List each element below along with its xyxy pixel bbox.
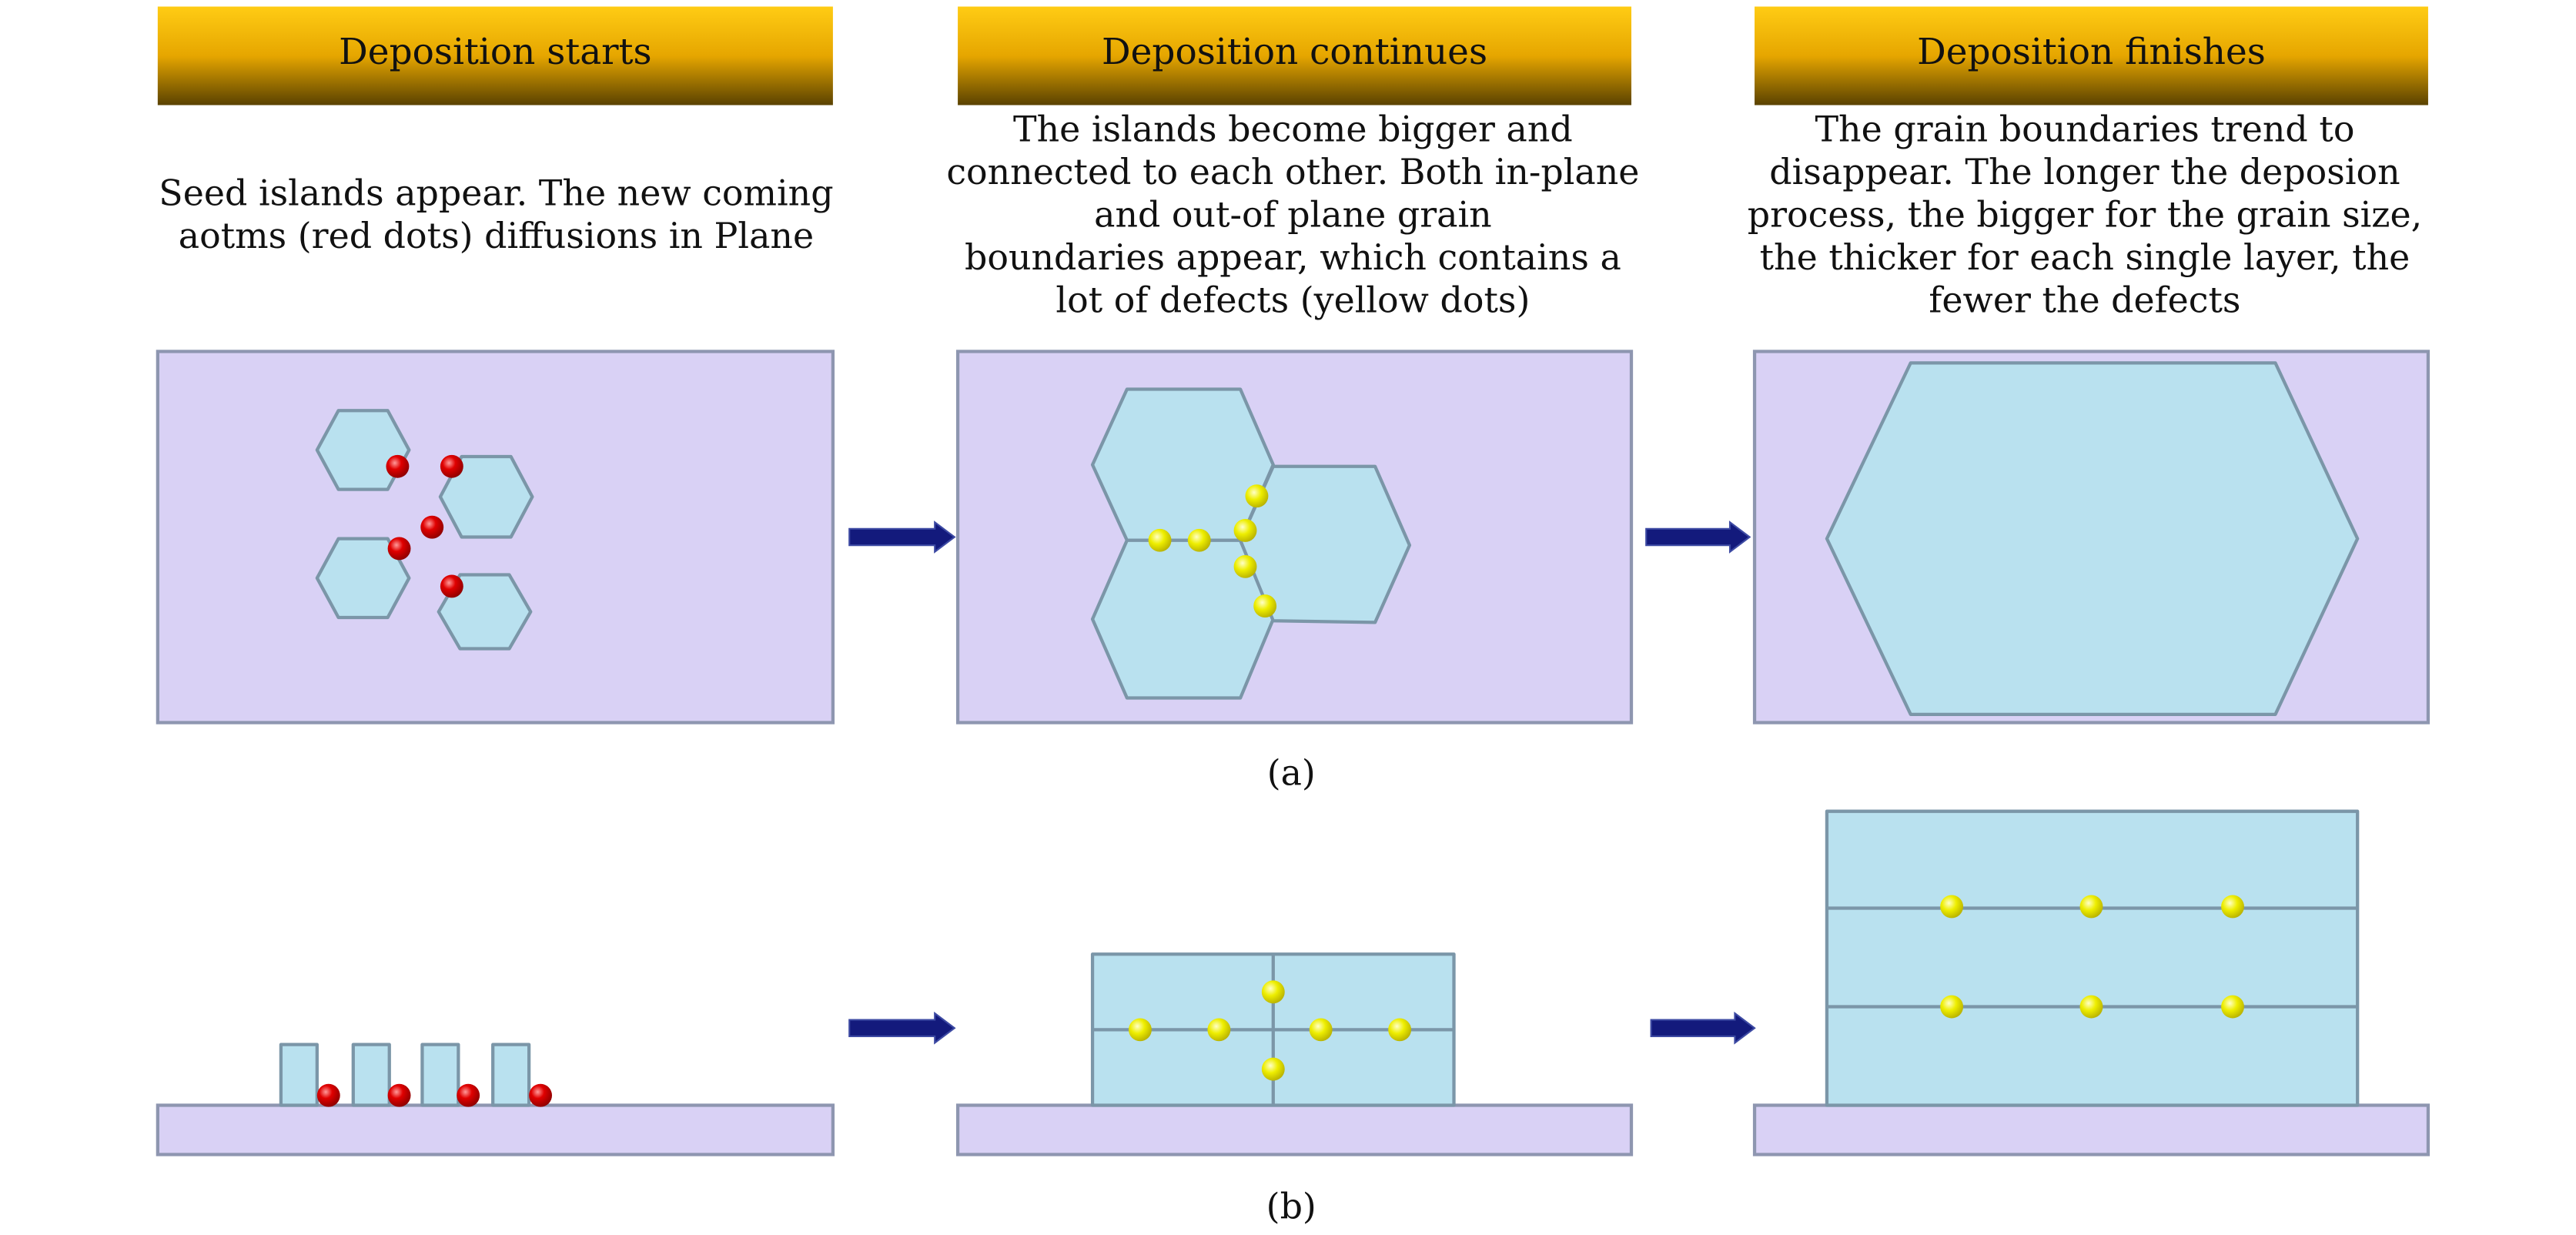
seed-island-hexagon [438, 454, 534, 539]
substrate-side-view [156, 1103, 835, 1156]
top-view-panel [156, 350, 835, 725]
substrate-side-view [1752, 1103, 2430, 1156]
description-line: aotms (red dots) diffusions in Plane [179, 215, 814, 256]
side-view-panel [1752, 809, 2430, 1156]
large-grain-hexagon [1825, 361, 2360, 716]
adatom-red-dot [387, 1083, 411, 1107]
description-line: boundaries appear, which contains a [965, 236, 1621, 278]
description-line: process, the bigger for the grain size, [1748, 193, 2422, 235]
grain-hexagon [1238, 464, 1412, 624]
description-line: disappear. The longer the deposion [1769, 151, 2400, 192]
description-line: fewer the defects [1929, 279, 2240, 320]
defect-yellow-dot [2221, 995, 2244, 1019]
side-view-panel [955, 952, 1634, 1156]
defect-yellow-dot [2079, 895, 2103, 919]
header-bar [157, 6, 833, 105]
film-block [1825, 809, 2360, 1107]
top-view-panel [955, 350, 1634, 725]
substrate-side-view [955, 1103, 1634, 1156]
seed-island-pillar [420, 1043, 460, 1107]
adatom-red-dot [387, 537, 411, 561]
adatom-red-dot [457, 1083, 480, 1107]
description-line: and out-of plane grain [1094, 193, 1492, 235]
top-view-panel [1752, 350, 2430, 725]
defect-yellow-dot [2079, 995, 2103, 1019]
description-line: lot of defects (yellow dots) [1055, 279, 1530, 320]
defect-yellow-dot [1148, 528, 1172, 552]
seed-island-hexagon [437, 573, 533, 651]
subfigure-label-b: (b) [1266, 1186, 1316, 1227]
defect-yellow-dot [1309, 1018, 1333, 1042]
description-line: The islands become bigger and [1013, 108, 1573, 149]
column-deposition-finishes: Deposition finishes The grain boundaries… [1748, 6, 2430, 1156]
arrow-right-icon [848, 1011, 956, 1045]
defect-yellow-dot [1233, 519, 1257, 542]
seed-island-hexagon [315, 409, 411, 491]
subfigure-label-a: (a) [1267, 752, 1316, 794]
defect-yellow-dot [1261, 980, 1285, 1004]
description-line: Seed islands appear. The new coming [159, 172, 833, 214]
adatom-red-dot [440, 574, 463, 598]
column-deposition-continues: Deposition continues The islands become … [946, 6, 1639, 1156]
seed-island-pillar [351, 1043, 391, 1107]
defect-yellow-dot [1261, 1057, 1285, 1081]
adatom-red-dot [386, 454, 410, 478]
adatom-red-dot [316, 1083, 340, 1107]
defect-yellow-dot [2221, 895, 2244, 919]
column-deposition-starts: Deposition starts Seed islands appear. T… [156, 6, 835, 1156]
seed-island-pillar [491, 1043, 531, 1107]
defect-yellow-dot [1940, 895, 1964, 919]
defect-yellow-dot [1129, 1018, 1152, 1042]
header-title: Deposition starts [339, 31, 651, 73]
header-title: Deposition continues [1102, 31, 1487, 73]
arrow-right-icon [1650, 1011, 1756, 1045]
description-line: the thicker for each single layer, the [1760, 236, 2410, 278]
header-title: Deposition finishes [1917, 31, 2266, 73]
side-view-panel [156, 1043, 835, 1156]
grain-hexagon [1090, 387, 1275, 542]
arrow-right-icon [848, 520, 956, 554]
seed-island-pillar [279, 1043, 319, 1107]
defect-yellow-dot [1388, 1018, 1412, 1042]
seed-island-hexagon [315, 537, 411, 620]
adatom-red-dot [420, 515, 444, 539]
description-line: The grain boundaries trend to [1815, 108, 2354, 149]
adatom-red-dot [529, 1083, 552, 1107]
defect-yellow-dot [1187, 528, 1211, 552]
arrow-right-icon [1645, 520, 1751, 554]
defect-yellow-dot [1245, 484, 1269, 508]
adatom-red-dot [440, 454, 463, 478]
defect-yellow-dot [1940, 995, 1964, 1019]
header-bar [1755, 6, 2428, 105]
defect-yellow-dot [1207, 1018, 1231, 1042]
defect-yellow-dot [1253, 594, 1277, 618]
defect-yellow-dot [1233, 554, 1257, 578]
description-line: connected to each other. Both in-plane [946, 151, 1639, 192]
header-bar [958, 6, 1631, 105]
